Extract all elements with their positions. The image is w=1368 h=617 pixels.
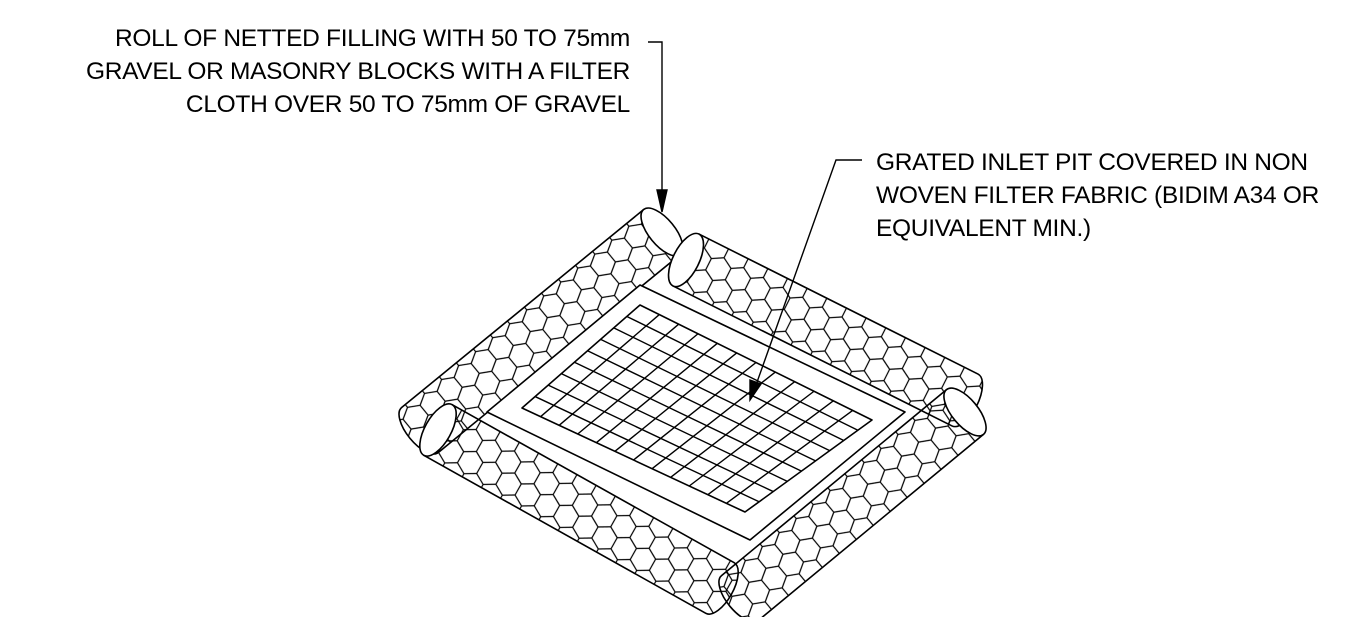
gravel-roll-arrowhead [656, 189, 668, 213]
grate-bar-long-2 [613, 327, 845, 442]
grate-bar-long-3 [600, 338, 830, 452]
grate-bar-cross-11 [726, 409, 854, 504]
gravel-roll-callout-text: ROLL OF NETTED FILLING WITH 50 TO 75mm G… [86, 22, 630, 121]
inlet-pit-callout-line-2: WOVEN FILTER FABRIC (BIDIM A34 OR [876, 182, 1319, 209]
grate-bar-long-7 [547, 384, 774, 493]
grate-bar-cross-10 [707, 400, 834, 496]
grate-bar-cross-9 [688, 390, 815, 487]
gravel-roll-callout-line-3: CLOTH OVER 50 TO 75mm OF GRAVEL [185, 91, 630, 118]
inlet-pit-callout-text: GRATED INLET PIT COVERED IN NON WOVEN FI… [876, 146, 1319, 245]
inlet-pit-arrowhead [749, 379, 763, 403]
grate-bar-long-4 [587, 350, 816, 462]
inlet-pit-callout-line-1: GRATED INLET PIT COVERED IN NON [876, 149, 1308, 176]
gravel-rolls [398, 207, 987, 617]
grate-bar-cross-2 [558, 323, 680, 426]
roll-front-left [419, 403, 739, 615]
inlet-pit-leader [749, 159, 862, 403]
gravel-roll-callout-line-2: GRAVEL OR MASONRY BLOCKS WITH A FILTER [85, 58, 630, 85]
grate-bar-long-5 [574, 361, 802, 472]
grate-bar-cross-6 [633, 361, 757, 461]
grate-bar-long-8 [534, 395, 760, 503]
inlet-pit-leader-line [755, 159, 862, 386]
inlet-pit-callout-line-3: EQUIVALENT MIN.) [876, 215, 1091, 242]
roll-front-left-end-cap [419, 403, 457, 457]
roll-front-left-body [423, 403, 739, 615]
roll-back-right-end-cap [667, 232, 705, 288]
grate-bar-long-6 [561, 373, 788, 482]
grate-bar-cross-3 [577, 333, 699, 435]
gravel-roll-leader [648, 41, 668, 213]
gravel-roll-callout-line-1: ROLL OF NETTED FILLING WITH 50 TO 75mm [115, 25, 630, 52]
grate-bar-cross-5 [614, 352, 738, 452]
grate-bar-cross-8 [670, 381, 796, 478]
grate-bar-long-1 [626, 315, 859, 431]
grate-grid [534, 314, 859, 504]
gravel-roll-leader-line [648, 41, 663, 196]
roll-front-right-end-cap [943, 387, 987, 437]
grate-bar-cross-4 [595, 342, 718, 444]
grate-bar-cross-1 [540, 314, 660, 418]
